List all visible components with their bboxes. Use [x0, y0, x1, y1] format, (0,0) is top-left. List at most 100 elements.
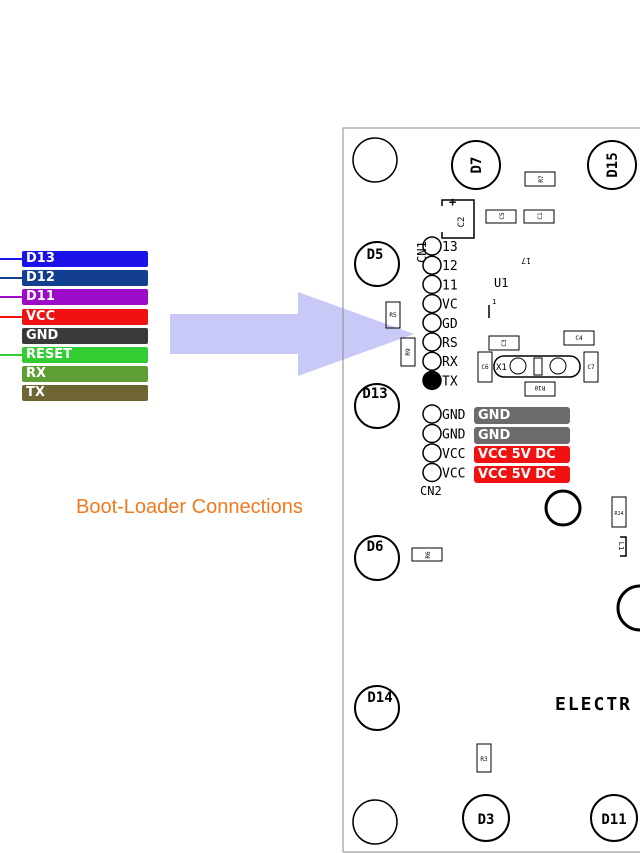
cn1-pin-label: RX — [442, 355, 458, 370]
led-d6-label: D6 — [367, 539, 384, 555]
pin-label-d12: D12 — [22, 270, 148, 287]
capacitor-c5: C5 — [485, 209, 517, 224]
pin-label-d13: D13 — [22, 251, 148, 267]
cn1-pin-label: 11 — [442, 278, 458, 293]
pin-wire — [0, 277, 22, 280]
brand-text: ELECTR — [555, 694, 632, 715]
led-d5: D5 — [354, 241, 400, 287]
boot-loader-title: Boot-Loader Connections — [76, 496, 303, 518]
c2-plus-label: + — [449, 195, 456, 209]
c2-label: C2 — [457, 217, 467, 228]
resistor-r14: R14 — [611, 496, 627, 528]
mounting-hole-top-left — [352, 137, 398, 183]
led-d6: D6 — [354, 535, 400, 581]
resistor-r6: R6 — [411, 547, 443, 562]
r5-label: R5 — [389, 312, 397, 319]
pin-label-tx: TX — [22, 385, 148, 402]
cn1-pin-pad — [422, 274, 442, 295]
led-d13: D13 — [354, 383, 400, 429]
cn1-pin-pad — [422, 332, 442, 352]
resistor-r10: R10 — [524, 381, 556, 397]
resistor-r3: R3 — [476, 743, 492, 773]
led-d13-label: D13 — [362, 386, 387, 402]
resistor-r9: R9 — [400, 337, 416, 367]
led-d15: D15 — [587, 140, 637, 190]
cn1-label: CN1 — [415, 241, 429, 263]
cn1-pin-label: TX — [442, 374, 458, 389]
cn1-pin-label: 12 — [442, 259, 458, 274]
r9-label: R9 — [405, 348, 412, 356]
pin-label-gnd: GND — [22, 327, 148, 344]
pin-wire — [0, 354, 22, 356]
led-d14-label: D14 — [367, 690, 392, 706]
cn1-pin-pad — [422, 313, 442, 333]
x1-label: X1 — [496, 363, 507, 373]
cn1-pin-label: VC — [442, 298, 458, 313]
cn2-label: CN2 — [420, 484, 442, 498]
pin-label-reset: RESET — [22, 347, 148, 363]
cn1-pin-label: RS — [442, 336, 458, 351]
c4-label: C4 — [575, 335, 583, 342]
r14-label: R14 — [614, 511, 623, 517]
arrow-shape — [170, 292, 414, 376]
r6-label: R6 — [425, 551, 432, 559]
cn1-pin-label: 13 — [442, 240, 458, 255]
led-d15-label: D15 — [605, 152, 621, 177]
capacitor-c1: C1 — [523, 209, 555, 224]
c7-label: C7 — [587, 364, 595, 371]
led-d14: D14 — [354, 685, 400, 731]
cn2-pin-label: GND — [442, 428, 466, 443]
cn1-pin-pad — [422, 255, 442, 275]
cn1-pin-pad — [422, 351, 442, 371]
pin-label-d11: D11 — [22, 289, 148, 306]
cn1-pin-pad — [422, 370, 442, 391]
pin-wire — [0, 258, 22, 260]
capacitor-c3: C3 — [488, 335, 520, 351]
led-d3: D3 — [462, 794, 510, 842]
capacitor-c4: C4 — [563, 330, 595, 346]
led-d11: D11 — [590, 794, 638, 842]
board-outline — [342, 127, 640, 853]
led-d5-label: D5 — [367, 247, 384, 263]
c3-label: C3 — [501, 339, 508, 347]
direction-arrow — [170, 292, 414, 376]
cn2-pin-label: VCC — [442, 467, 465, 482]
mounting-hole-right-edge — [616, 584, 640, 632]
c1-label: C1 — [537, 212, 544, 220]
cn1-pin-pad — [422, 293, 442, 314]
capacitor-c6: C6 — [477, 351, 493, 383]
led-d3-label: D3 — [478, 812, 495, 828]
led-d11-label: D11 — [601, 812, 626, 828]
mounting-hole-bottom-left — [352, 799, 398, 845]
cn2-pin-pad — [422, 443, 442, 463]
cn2-pin-label: GND — [442, 408, 466, 423]
pin-wire — [0, 296, 22, 299]
power-label: VCC 5V DC — [474, 465, 570, 483]
resistor-r5: R5 — [385, 301, 401, 329]
led-d7: D7 — [451, 140, 501, 190]
c5-label: C5 — [499, 212, 506, 220]
cn2-pin-pad — [422, 462, 442, 483]
cn2-pin-pad — [422, 423, 442, 444]
c6-label: C6 — [481, 364, 489, 371]
u1-label: U1 — [494, 276, 508, 290]
cn2-pin-label: VCC — [442, 447, 465, 462]
l1-label: L1 — [617, 542, 625, 550]
cn1-pin-label: GD — [442, 317, 458, 332]
inductor-l1: L1 — [617, 536, 627, 557]
power-label: GND — [474, 407, 570, 424]
cn1-pin-pad — [422, 236, 442, 256]
resistor-r7: R7 — [524, 171, 556, 187]
r7-label: R7 — [538, 175, 545, 183]
cn2-header: GND GND VCC VCC — [422, 404, 466, 483]
power-label: VCC 5V DC — [474, 446, 570, 463]
cn2-pin-pad — [422, 404, 442, 424]
capacitor-c2: + C2 — [441, 195, 475, 239]
crystal-x1: X1 — [493, 355, 581, 378]
ic-pin-17-label: 17 — [521, 256, 531, 265]
pin-wire — [0, 315, 22, 318]
power-label: GND — [474, 426, 570, 444]
pin-label-rx: RX — [22, 366, 148, 383]
